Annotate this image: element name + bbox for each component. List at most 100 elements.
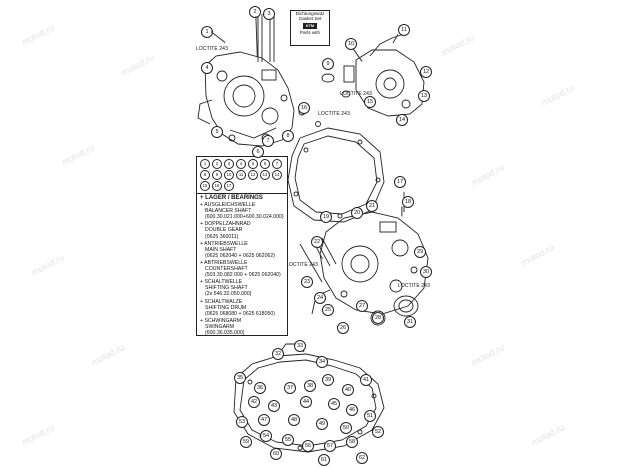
bearing-callout: 9 — [212, 170, 222, 180]
callout-marker: 50 — [340, 422, 352, 434]
callout-marker: 42 — [248, 396, 260, 408]
bearings-title: + LAGER / BEARINGS — [200, 195, 263, 201]
bearing-name-en: BALANCER SHAFT — [205, 208, 252, 215]
bearing-callout: 4 — [236, 159, 246, 169]
callout-marker: 16 — [298, 102, 310, 114]
clutch-cover-upper — [343, 33, 425, 117]
loctite-label: LOCTITE 243 — [318, 111, 350, 117]
callout-marker: 19 — [320, 211, 332, 223]
bearing-name-de: + ANTRIEBSWELLE — [200, 240, 248, 247]
callout-marker: 56 — [302, 440, 314, 452]
bearing-name-en: SWINGARM — [205, 323, 235, 330]
gasket-set-parts-with: Parts with — [299, 29, 321, 35]
crankcase-studs-upper — [257, 12, 275, 62]
callout-marker: 13 — [418, 90, 430, 102]
bearing-callout: 6 — [260, 159, 270, 169]
bearing-callout: 1 — [200, 159, 210, 169]
crankcase-half-right-lower — [311, 211, 429, 315]
callout-marker: 36 — [254, 382, 266, 394]
bearing-item: + AUSGLEICHSWELLE BALANCER SHAFT (600.30… — [197, 202, 287, 221]
bearing-callout: 10 — [224, 170, 234, 180]
bearing-callout: 17 — [224, 181, 234, 191]
callout-marker: 5 — [211, 126, 223, 138]
callout-marker: 7 — [262, 135, 274, 147]
bearing-name-de: + DOPPELZAHNRAD — [200, 221, 251, 228]
loctite-label: LOCTITE 243 — [286, 262, 318, 268]
bearing-name-en: DOUBLE GEAR — [205, 227, 243, 234]
gasket-set-label-en: Gasket Set — [298, 16, 322, 22]
callout-marker: 28 — [372, 312, 384, 324]
callout-marker: 59 — [240, 436, 252, 448]
callout-marker: 2 — [249, 6, 261, 18]
loctite-label: LOCTITE 243 — [196, 46, 228, 52]
callout-marker: 44 — [300, 396, 312, 408]
bearing-part-number: (600.30.021.000+600.30.024.000) — [205, 214, 284, 221]
callout-marker: 3 — [263, 8, 275, 20]
gasket-set-box: Dichtungssatz Gasket Set KTM Parts with — [290, 10, 330, 46]
callout-marker: 9 — [322, 58, 334, 70]
callout-marker: 21 — [366, 200, 378, 212]
bearing-name-de: + SCHALTWALZE — [200, 298, 243, 305]
callout-marker: 26 — [337, 322, 349, 334]
callout-marker: 11 — [398, 24, 410, 36]
callout-marker: 49 — [316, 418, 328, 430]
bearing-part-number: (0625 068080 + 0625 618050) — [205, 310, 275, 317]
callout-marker: 18 — [402, 196, 414, 208]
callout-marker: 54 — [260, 430, 272, 442]
callout-marker: 12 — [420, 66, 432, 78]
callout-marker: 45 — [328, 398, 340, 410]
callout-marker: 35 — [234, 372, 246, 384]
callout-marker: 60 — [270, 448, 282, 460]
callout-marker: 15 — [364, 96, 376, 108]
bearing-name-de: + SCHALTWELLE — [200, 279, 243, 286]
callout-marker: 29 — [414, 246, 426, 258]
bearing-item: + ABTRIEBSWELLE COUNTERSHAFT (503.30.082… — [197, 260, 287, 279]
callout-marker: 34 — [316, 356, 328, 368]
bearing-callout: 5 — [248, 159, 258, 169]
bearing-name-de: + AUSGLEICHSWELLE — [200, 202, 256, 209]
bearing-item: + SCHALTWELLE SHIFTING SHAFT (2x 546.32.… — [197, 279, 287, 298]
bearing-part-number: (600.36.035.000) — [205, 329, 245, 336]
bearing-name-en: COUNTERSHAFT — [205, 266, 248, 273]
bearing-callout: 14 — [272, 170, 282, 180]
callout-marker: 22 — [311, 236, 323, 248]
bearing-callout: 11 — [236, 170, 246, 180]
callout-marker: 52 — [372, 426, 384, 438]
callout-marker: 32 — [272, 348, 284, 360]
callout-marker: 31 — [404, 316, 416, 328]
bearing-part-number: (0625 360011) — [205, 233, 239, 240]
callout-marker: 41 — [360, 374, 372, 386]
bearing-callout: 16 — [212, 181, 222, 191]
bearing-name-en: MAIN SHAFT — [205, 246, 237, 253]
bearing-item: + SCHWINGARM SWINGARM (600.36.035.000) — [197, 318, 287, 337]
callout-marker: 40 — [342, 384, 354, 396]
bearing-name-de: + ABTRIEBSWELLE — [200, 259, 248, 266]
callout-marker: 37 — [284, 382, 296, 394]
bearing-callout: 2 — [212, 159, 222, 169]
callout-marker: 46 — [346, 404, 358, 416]
bearing-part-number: (503.30.082.000 + 0625 062040) — [205, 272, 281, 279]
loctite-label: LOCTITE 243 — [340, 91, 372, 97]
callout-marker: 30 — [420, 266, 432, 278]
bearing-callout: 12 — [248, 170, 258, 180]
callout-marker: 6 — [252, 146, 264, 158]
bearing-item: + DOPPELZAHNRAD DOUBLE GEAR (0625 360011… — [197, 221, 287, 240]
bearing-callout: 15 — [200, 181, 210, 191]
callout-marker: 51 — [364, 410, 376, 422]
callout-marker: 24 — [314, 292, 326, 304]
callout-marker: 61 — [318, 454, 330, 466]
callout-marker: 27 — [356, 300, 368, 312]
callout-marker: 20 — [351, 207, 363, 219]
callout-marker: 47 — [258, 414, 270, 426]
callout-marker: 39 — [322, 374, 334, 386]
bearing-item: + SCHALTWALZE SHIFTING DRUM (0625 068080… — [197, 299, 287, 318]
callout-marker: 10 — [345, 38, 357, 50]
bearing-callout-grid: 1 2 3 4 5 6 7 8 9 10 11 12 13 14 15 16 1… — [197, 157, 287, 194]
callout-marker: 25 — [322, 304, 334, 316]
bearings-panel: 1 2 3 4 5 6 7 8 9 10 11 12 13 14 15 16 1… — [196, 156, 288, 336]
bearing-part-number: (2x 546.32.050.000) — [205, 291, 252, 298]
bearing-name-de: + SCHWINGARM — [200, 317, 242, 324]
callout-marker: 8 — [282, 130, 294, 142]
